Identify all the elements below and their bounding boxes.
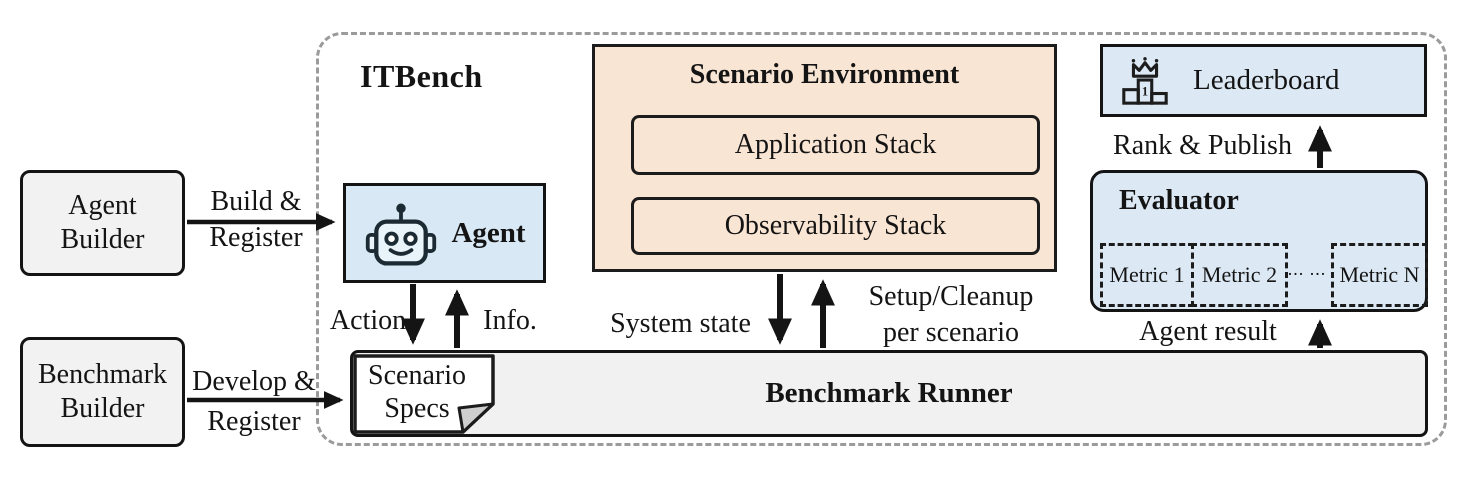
scenario-specs-document: Scenario Specs [350,352,498,436]
build-register-label: Build & Register [209,186,303,254]
metric-2-label: Metric 2 [1201,262,1278,287]
metric-2-box: Metric 2 [1191,243,1288,307]
info-label: Info. [483,305,537,336]
agent-builder-label-line2: Builder [60,224,145,255]
evaluator-title: Evaluator [1119,185,1239,216]
agent-builder-box: Agent Builder [20,170,185,276]
develop-register-label: Develop & Register [192,366,316,437]
scenario-environment-title: Scenario Environment [689,59,960,90]
itbench-title: ITBench [360,58,483,94]
metric-1-label: Metric 1 [1109,262,1185,287]
system-state-label: System state [610,308,751,339]
benchmark-builder-box: Benchmark Builder [20,337,185,447]
application-stack-label: Application Stack [734,129,937,160]
agent-builder-label-line1: Agent [68,189,137,221]
metric-n-label: Metric N [1339,262,1420,287]
action-label: Action [329,305,407,336]
scenario-specs-line2: Specs [384,393,450,425]
benchmark-runner-box: Benchmark Runner [350,350,1428,437]
metrics-ellipsis: ... ... [1287,259,1327,279]
leaderboard-box: 1 Leaderboard [1100,44,1427,117]
itbench-dashed-container [316,32,1447,446]
observability-stack-label: Observability Stack [724,210,947,241]
agent-label: Agent [451,216,526,249]
metric-1-box: Metric 1 [1100,243,1194,307]
rank-publish-label: Rank & Publish [1113,130,1292,161]
benchmark-runner-label: Benchmark Runner [765,377,1013,409]
evaluator-box: Evaluator Metric 1 Metric 2 ... ... Metr… [1090,170,1428,312]
benchmark-builder-label-line1: Benchmark [37,358,168,390]
agent-box: Agent [343,183,546,283]
setup-cleanup-label: Setup/Cleanup per scenario [868,281,1034,348]
application-stack-box: Application Stack [631,115,1040,175]
observability-stack-box: Observability Stack [631,197,1040,255]
scenario-specs-label: Scenario Specs [350,359,484,425]
agent-result-label: Agent result [1139,316,1277,347]
svg-text:1: 1 [1142,84,1148,98]
metric-n-box: Metric N [1331,243,1428,307]
leaderboard-label: Leaderboard [1193,64,1340,96]
scenario-specs-line1: Scenario [368,360,466,391]
benchmark-builder-label-line2: Builder [60,393,145,424]
podium-crown-icon: 1 [1122,56,1168,105]
robot-icon [366,203,437,266]
scenario-environment-box: Scenario Environment Application Stack O… [592,44,1057,272]
document-icon [353,354,495,434]
